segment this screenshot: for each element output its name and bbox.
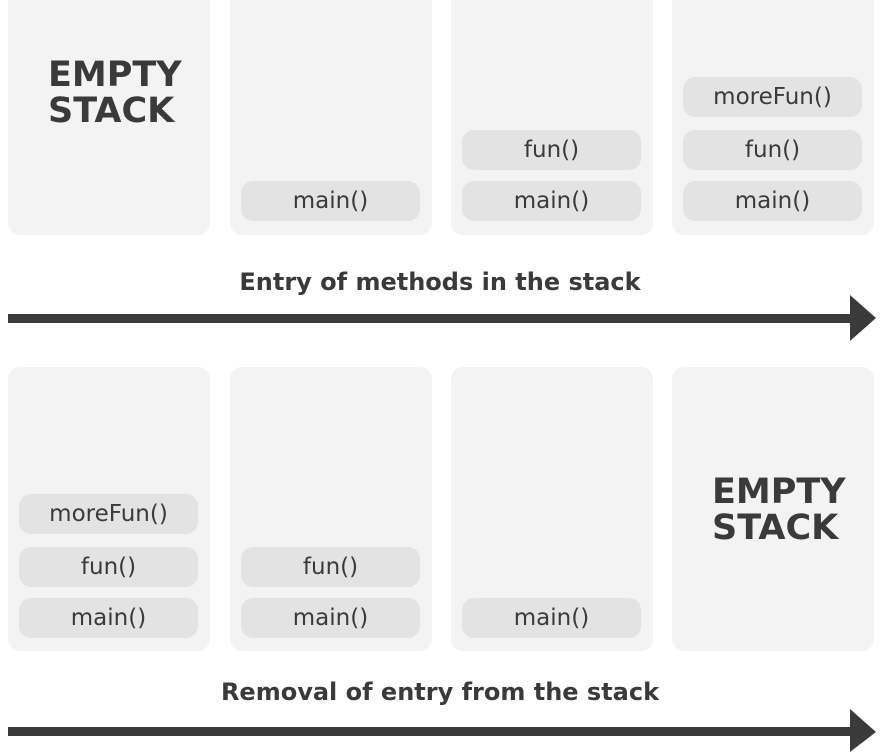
entry-arrow xyxy=(8,295,876,341)
entry-arrow-shaft xyxy=(8,314,853,323)
stack-frame-morefun: moreFun() xyxy=(683,77,862,117)
removal-arrow-head xyxy=(850,709,876,752)
stack-panel-main-only: main() xyxy=(230,0,432,235)
stack-frame-main: main() xyxy=(19,598,198,638)
stack-frame-fun: fun() xyxy=(19,547,198,587)
stack-frame-morefun: moreFun() xyxy=(19,494,198,534)
removal-arrow xyxy=(8,709,876,752)
stack-frame-main: main() xyxy=(683,181,862,221)
stack-frame-fun: fun() xyxy=(241,547,420,587)
removal-arrow-shaft xyxy=(8,727,853,736)
stack-frame-main: main() xyxy=(241,181,420,221)
stack-panel-fun-main: fun() main() xyxy=(451,0,653,235)
stack-panel-main-only-bottom: main() xyxy=(451,367,653,651)
stack-panel-fun-main-bottom: fun() main() xyxy=(230,367,432,651)
stack-panel-full-bottom: moreFun() fun() main() xyxy=(8,367,210,651)
empty-stack-label: EMPTY STACK xyxy=(712,472,846,548)
stack-panel-empty-top: EMPTY STACK xyxy=(8,0,210,235)
stack-frame-fun: fun() xyxy=(683,130,862,170)
stack-panel-full-top: moreFun() fun() main() xyxy=(672,0,874,235)
entry-arrow-head xyxy=(850,295,876,341)
removal-caption: Removal of entry from the stack xyxy=(220,678,660,706)
stack-frame-main: main() xyxy=(462,181,641,221)
entry-caption: Entry of methods in the stack xyxy=(239,268,641,296)
stack-frame-fun: fun() xyxy=(462,130,641,170)
stack-frame-main: main() xyxy=(462,598,641,638)
empty-stack-label: EMPTY STACK xyxy=(48,55,182,131)
stack-panel-empty-bottom: EMPTY STACK xyxy=(672,367,874,651)
stack-frame-main: main() xyxy=(241,598,420,638)
